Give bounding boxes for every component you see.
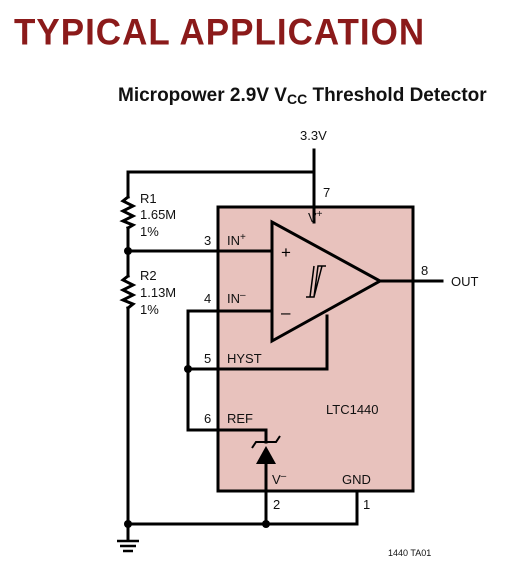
plus-sign-icon: + (281, 243, 291, 262)
comparator-symbol (270, 219, 384, 344)
pin-6-label: 6 (204, 411, 211, 426)
r2-value: 1.13M (140, 285, 176, 300)
section-heading: TYPICAL APPLICATION (14, 12, 426, 53)
in-minus-label: IN– (227, 290, 246, 306)
r1-name: R1 (140, 191, 157, 206)
ground-icon (117, 522, 139, 553)
pin-4-label: 4 (204, 291, 211, 306)
pin-5-label: 5 (204, 351, 211, 366)
supply-label: 3.3V (300, 128, 327, 143)
r1-tolerance: 1% (140, 224, 159, 239)
minus-sign-icon: – (281, 303, 291, 322)
chip-name: LTC1440 (326, 402, 379, 417)
vminus-label: V– (272, 471, 287, 487)
pin-1-label: 1 (363, 497, 370, 512)
ref-label: REF (227, 411, 253, 426)
hyst-label: HYST (227, 351, 262, 366)
gnd-label: GND (342, 472, 371, 487)
zener-bar (251, 435, 281, 449)
r2-tolerance: 1% (140, 302, 159, 317)
pin-3-label: 3 (204, 233, 211, 248)
vplus-label: V+ (308, 209, 323, 225)
hysteresis-icon (306, 265, 326, 298)
in-plus-label: IN+ (227, 232, 246, 248)
pin-8-label: 8 (421, 263, 428, 278)
zener-diode-icon (256, 446, 276, 464)
r2-name: R2 (140, 268, 157, 283)
out-label: OUT (451, 274, 479, 289)
diagram-title: Micropower 2.9V VCC Threshold Detector (118, 85, 487, 107)
ground-junction-mid (262, 520, 270, 528)
pin-7-label: 7 (323, 185, 330, 200)
r2-resistor (119, 273, 137, 311)
r1-value: 1.65M (140, 207, 176, 222)
figure-code: 1440 TA01 (388, 548, 431, 558)
pin-2-label: 2 (273, 497, 280, 512)
r1-resistor (119, 194, 137, 231)
